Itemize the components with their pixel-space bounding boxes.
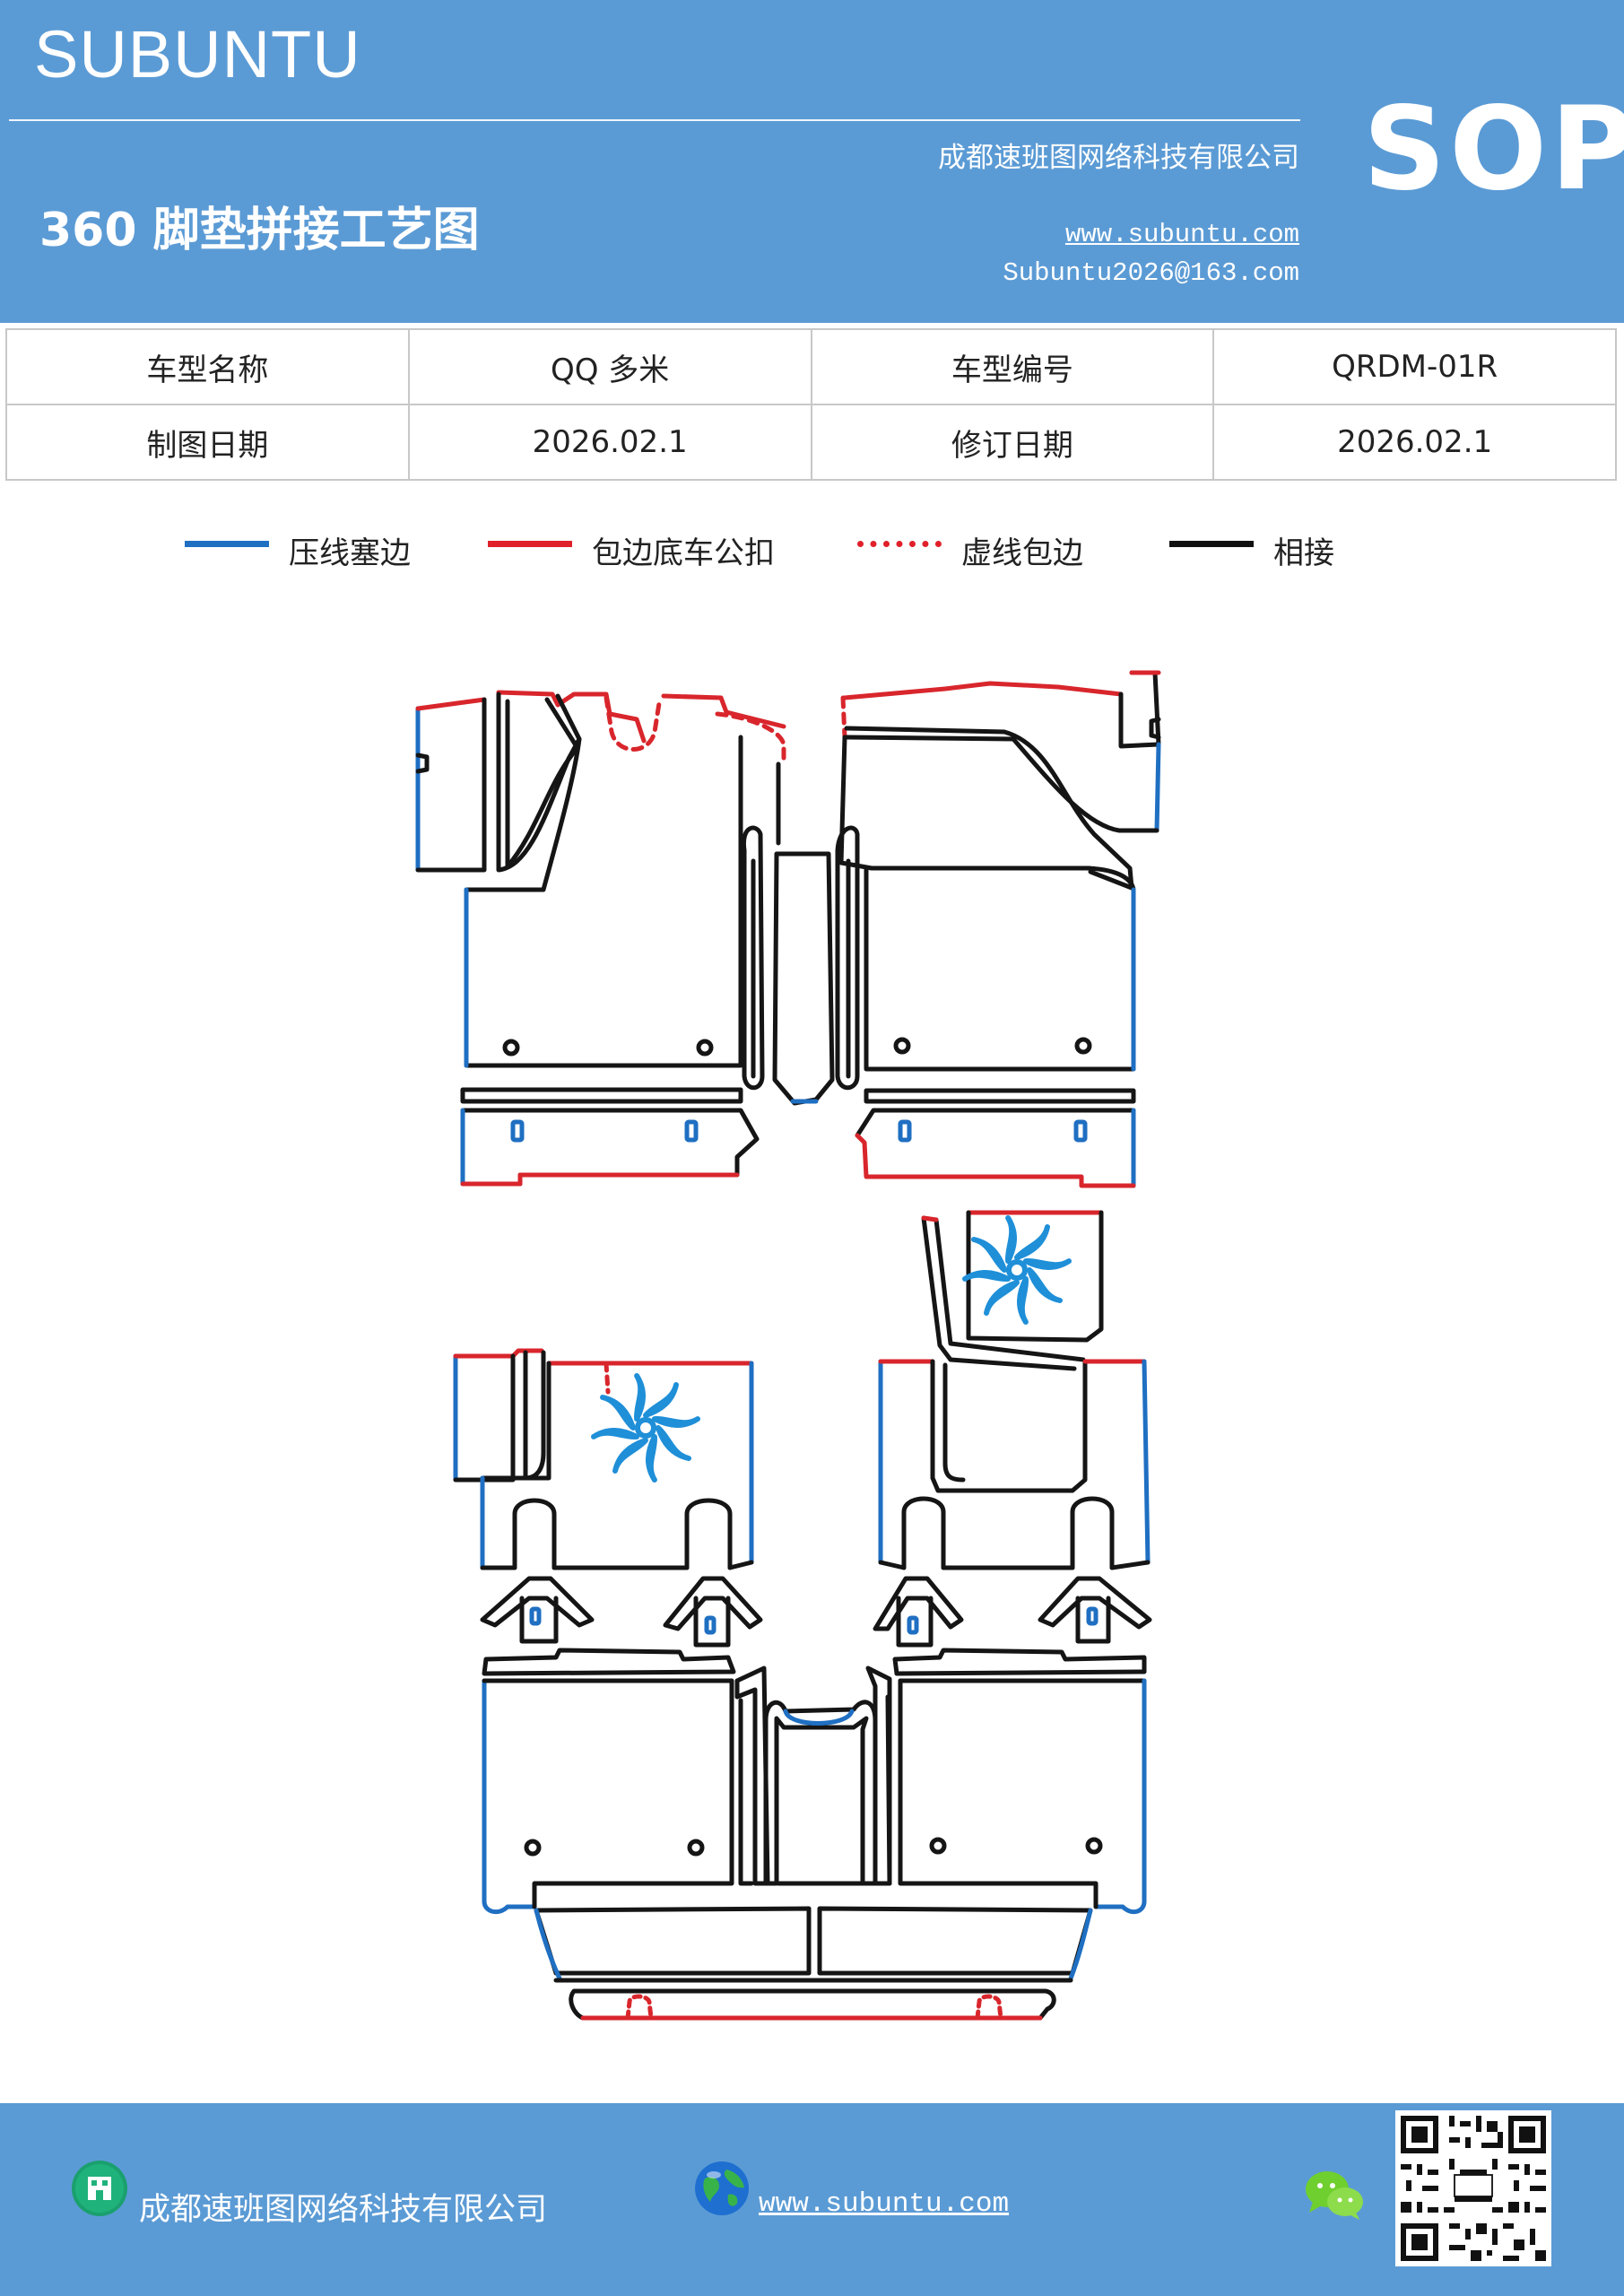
draw-date-label: 制图日期 — [5, 404, 410, 481]
model-name-label: 车型名称 — [5, 328, 410, 405]
floor-mat-diagram — [415, 670, 1161, 2021]
doc-type-badge: SOP — [1363, 83, 1624, 216]
revise-date-label: 修订日期 — [810, 404, 1215, 481]
legend-label: 相接 — [1273, 535, 1334, 571]
legend-label: 包边底车公扣 — [592, 535, 775, 571]
rear-row-mats — [482, 1665, 1147, 2021]
draw-date-value: 2026.02.1 — [407, 404, 812, 481]
website-link[interactable]: www.subuntu.com — [1064, 220, 1299, 249]
footer-company-name: 成都速班图网络科技有限公司 — [139, 2192, 548, 2228]
company-building-icon — [72, 2161, 127, 2216]
company-name: 成都速班图网络科技有限公司 — [938, 142, 1299, 174]
qr-code-icon — [1395, 2110, 1551, 2266]
model-code-label: 车型编号 — [810, 328, 1215, 405]
front-left-mat — [415, 690, 786, 1187]
footer-banner: 成都速班图网络科技有限公司 www.subuntu.com — [0, 2103, 1624, 2296]
legend-label: 虚线包边 — [961, 535, 1083, 571]
globe-icon — [695, 2161, 749, 2215]
page-title: 360 脚垫拼接工艺图 — [39, 204, 480, 257]
front-right-mat — [838, 670, 1161, 1188]
vehicle-info-table: 车型名称 QQ 多米 车型编号 QRDM-01R 制图日期 2026.02.1 … — [5, 328, 1617, 481]
wechat-icon[interactable] — [1304, 2168, 1365, 2222]
row2-right-mat — [873, 1359, 1152, 1676]
table-row: 车型名称 QQ 多米 车型编号 QRDM-01R — [5, 328, 1617, 405]
line-legend: 压线塞边 包边底车公扣 虚线包边 相接 — [0, 526, 1624, 571]
row2-left-mat — [453, 1348, 763, 1676]
brand-name: SUBUNTU — [34, 17, 361, 91]
legend-swatch — [185, 541, 269, 547]
model-name-value: QQ 多米 — [407, 328, 812, 405]
front-center-tunnel — [741, 761, 860, 1106]
table-row: 制图日期 2026.02.1 修订日期 2026.02.1 — [5, 404, 1617, 481]
legend-swatch — [1169, 541, 1254, 547]
model-code-value: QRDM-01R — [1212, 328, 1617, 405]
header-divider — [9, 119, 1300, 121]
footer-website-link[interactable]: www.subuntu.com — [759, 2188, 1010, 2220]
row2-right-upper-mat — [921, 1210, 1104, 1371]
legend-swatch — [857, 541, 942, 547]
email-address[interactable]: Subuntu2026@163.com — [1003, 258, 1299, 288]
legend-swatch — [488, 541, 572, 547]
revise-date-value: 2026.02.1 — [1212, 404, 1617, 481]
legend-label: 压线塞边 — [289, 535, 411, 571]
header-banner: SUBUNTU SOP 360 脚垫拼接工艺图 成都速班图网络科技有限公司 ww… — [0, 0, 1624, 323]
